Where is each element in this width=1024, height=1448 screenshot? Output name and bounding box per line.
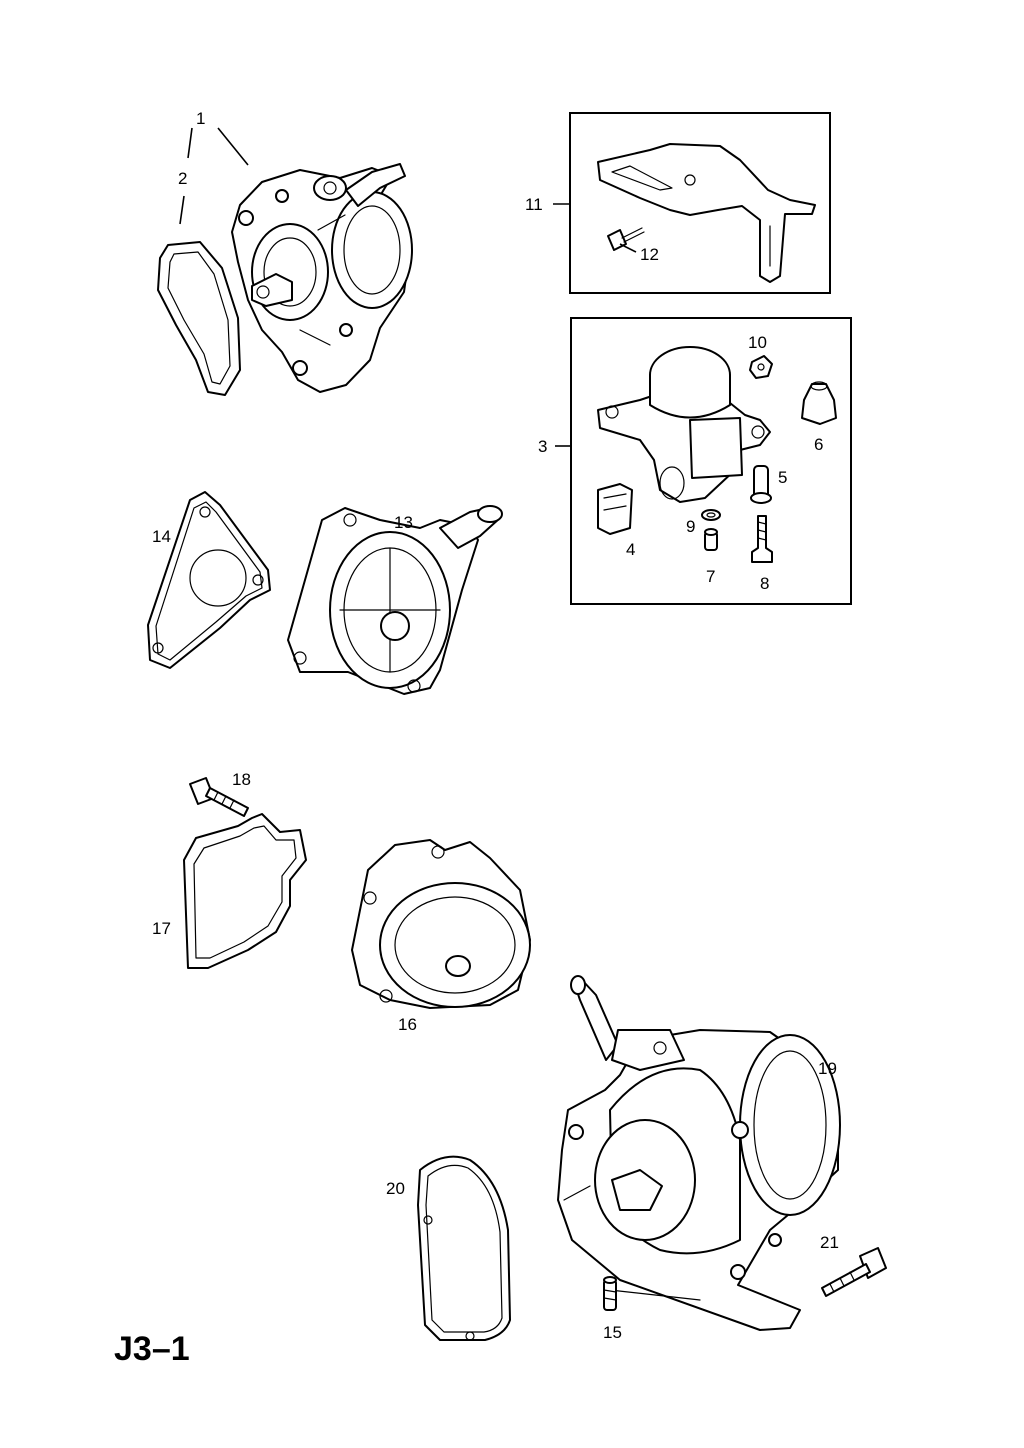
callout-10: 10 — [748, 333, 767, 352]
part-6-rubber-mount — [801, 381, 837, 425]
part-13-vacuum-pump — [287, 505, 503, 695]
part-14-gasket — [147, 491, 271, 669]
callout-21: 21 — [820, 1233, 839, 1252]
part-2-gasket — [157, 241, 241, 396]
part-9-washer — [701, 509, 721, 521]
callout-20: 20 — [386, 1179, 405, 1198]
part-7-screw — [704, 528, 718, 551]
part-11-box — [569, 112, 831, 294]
callout-16: 16 — [398, 1015, 417, 1034]
part-4-connector — [597, 483, 633, 535]
part-18-bolt — [189, 777, 249, 817]
callout-5: 5 — [778, 468, 787, 487]
part-21-bolt — [821, 1247, 887, 1297]
part-10-nut — [749, 355, 773, 379]
callout-2: 2 — [178, 169, 187, 188]
callout-3: 3 — [538, 437, 547, 456]
part-16-vacuum-pump — [351, 839, 531, 1009]
callout-9: 9 — [686, 517, 695, 536]
callout-6: 6 — [814, 435, 823, 454]
callout-13: 13 — [394, 513, 413, 532]
part-15-screw — [603, 1276, 617, 1311]
callout-4: 4 — [626, 540, 635, 559]
part-20-gasket — [417, 1155, 511, 1341]
page-code: J3–1 — [114, 1330, 190, 1368]
part-8-bolt — [751, 515, 773, 563]
callouts: 1 2 3 4 5 6 7 8 9 10 11 12 13 14 15 16 1… — [152, 109, 839, 1342]
callout-19: 19 — [818, 1059, 837, 1078]
part-3-electric-pump — [597, 346, 771, 503]
leader-lines — [179, 127, 637, 447]
part-17-gasket — [183, 813, 307, 969]
part-19-vacuum-pump — [557, 975, 841, 1331]
part-5-sleeve — [750, 465, 772, 504]
callout-14: 14 — [152, 527, 171, 546]
callout-18: 18 — [232, 770, 251, 789]
callout-17: 17 — [152, 919, 171, 938]
callout-12: 12 — [640, 245, 659, 264]
callout-8: 8 — [760, 574, 769, 593]
part-11-bracket — [597, 143, 816, 283]
part-3-box — [570, 317, 852, 605]
part-1-vacuum-pump — [231, 163, 413, 393]
callout-7: 7 — [706, 567, 715, 586]
callout-15: 15 — [603, 1323, 622, 1342]
callout-11: 11 — [525, 195, 543, 214]
callout-1: 1 — [196, 109, 205, 128]
